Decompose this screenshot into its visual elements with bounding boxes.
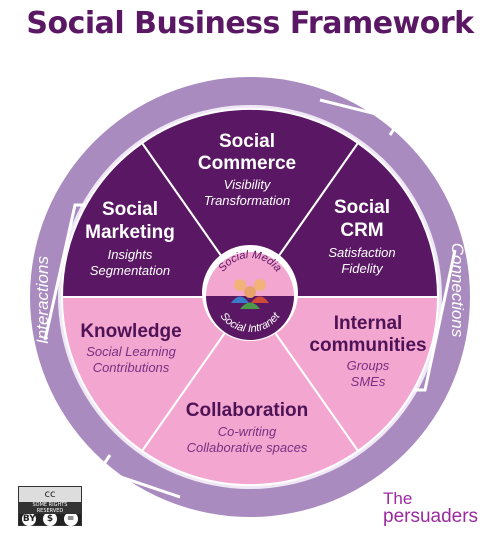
people-icon xyxy=(231,279,269,309)
commerce-sub-2: Transformation xyxy=(204,193,290,208)
marketing-title-2: Marketing xyxy=(85,222,175,243)
commerce-title-1: Social xyxy=(219,131,275,152)
cc-logo: cc xyxy=(19,487,81,503)
crm-sub-1: Satisfaction xyxy=(328,245,395,260)
marketing-sub-2: Segmentation xyxy=(90,263,170,278)
marketing-sub-1: Insights xyxy=(108,247,153,262)
internal-title-2: communities xyxy=(309,335,426,356)
ring-label-connections: Connections xyxy=(448,243,467,338)
crm-title-2: CRM xyxy=(340,220,383,241)
knowledge-sub-2: Contributions xyxy=(93,360,170,375)
brand-line-1: The xyxy=(383,489,413,508)
internal-title-1: Internal xyxy=(334,313,403,334)
brand-line-2: persuaders xyxy=(383,506,479,527)
knowledge-title: Knowledge xyxy=(80,321,181,342)
internal-sub-2: SMEs xyxy=(351,374,386,389)
segment-social-crm xyxy=(248,141,440,298)
segment-social-marketing xyxy=(60,141,252,298)
cc-noderivs-icon: = xyxy=(63,512,78,526)
commerce-sub-1: Visibility xyxy=(224,177,272,192)
collaboration-sub-2: Collaborative spaces xyxy=(187,440,308,455)
marketing-title-1: Social xyxy=(102,199,158,220)
collaboration-title: Collaboration xyxy=(186,400,308,421)
crm-title-1: Social xyxy=(334,197,390,218)
center-hub-top-half xyxy=(206,252,294,296)
pie-segments xyxy=(60,107,440,487)
commerce-title-2: Commerce xyxy=(198,153,296,174)
crm-sub-2: Fidelity xyxy=(341,261,384,276)
segment-collaboration xyxy=(140,295,360,487)
diagram-title: Social Business Framework xyxy=(26,6,474,41)
knowledge-sub-1: Social Learning xyxy=(86,344,176,359)
ring-label-sharing: Sharing xyxy=(220,516,280,535)
center-hub: Social Media Social Intranet xyxy=(202,245,298,341)
cc-noncommercial-icon: $ xyxy=(42,512,57,526)
cc-by-icon: BY xyxy=(22,512,37,526)
brand-logo[interactable]: The persuaders xyxy=(383,489,493,527)
segment-knowledge xyxy=(60,296,252,453)
segment-social-commerce xyxy=(140,107,360,299)
segment-internal-communities xyxy=(248,296,440,453)
center-hub-bottom-half xyxy=(206,296,294,340)
collaboration-sub-1: Co-writing xyxy=(218,424,277,439)
arrow-bottom-left xyxy=(97,454,181,499)
cc-rights-text: SOME RIGHTS RESERVED xyxy=(19,502,81,514)
internal-sub-1: Groups xyxy=(347,358,390,373)
arrow-top-right xyxy=(319,98,403,136)
ring-label-interactions: Interactions xyxy=(33,256,52,344)
creative-commons-badge[interactable]: cc SOME RIGHTS RESERVED BY $ = xyxy=(18,486,82,526)
